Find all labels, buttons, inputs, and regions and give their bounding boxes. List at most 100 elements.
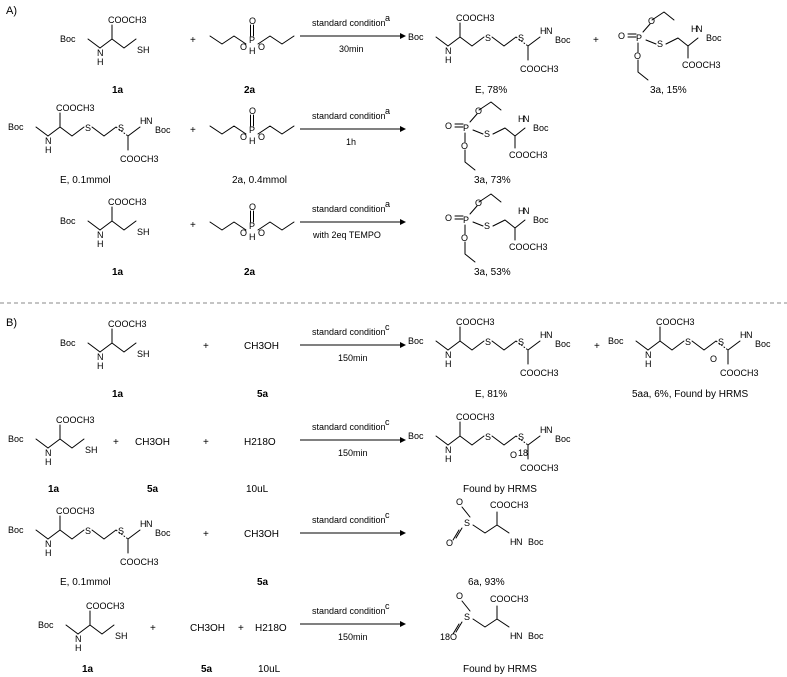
reagent-heavy-water: H218O [244,437,276,448]
product-label: E, 81% [475,389,507,400]
condition-superscript: c [385,510,390,520]
structure-6a: O S O COOCH3 H N Boc [446,497,544,548]
plus-sign: + [203,437,209,448]
structure-1a [7,414,99,468]
svg-text:18O: 18O [440,632,457,642]
product-label: 3a, 53% [474,267,511,278]
compound-label: 2a [244,267,256,278]
reaction-time: with 2eq TEMPO [312,230,381,240]
plus-sign: + [203,529,209,540]
product-label: Found by HRMS [463,664,537,675]
structure-E [407,12,572,75]
reaction-arrow [300,437,406,443]
plus-sign: + [190,125,196,136]
product-label: E, 78% [475,85,507,96]
structure-5aa [607,316,772,379]
svg-text:H: H [510,537,517,547]
plus-sign: + [190,220,196,231]
section-label-a: A) [6,5,17,17]
compound-label: 1a [82,664,94,675]
compound-label: 5a [201,664,213,675]
structure-1a [37,600,129,654]
compound-label: 5a [257,577,269,588]
reaction-time: 150min [338,632,368,642]
condition-superscript: a [385,13,390,23]
plus-sign: + [203,341,209,352]
structure-2a [209,201,295,243]
plus-sign: + [190,35,196,46]
product-label: Found by HRMS [463,484,537,495]
reaction-time: 1h [346,137,356,147]
reagent-methanol: CH3OH [244,341,279,352]
condition-superscript: c [385,322,390,332]
reaction-arrow [300,126,406,132]
reaction-arrow [300,342,406,348]
svg-text:O: O [446,538,453,548]
product-label: 5aa, 6%, Found by HRMS [632,389,748,400]
compound-label: 5a [147,484,159,495]
reaction-time: 150min [338,353,368,363]
reaction-condition: standard condition [312,111,386,121]
reaction-condition: standard condition [312,422,386,432]
svg-text:Boc: Boc [528,537,544,547]
compound-label: E, 0.1mmol [60,175,111,186]
structure-1a [59,318,151,372]
reaction-condition: standard condition [312,18,386,28]
plus-sign: + [150,623,156,634]
reaction-time: 150min [338,448,368,458]
structure-sulfoxide-18O [407,411,572,474]
section-label-b: B) [6,317,17,329]
svg-text:N: N [516,631,523,641]
structure-3a [617,11,723,81]
sulfoxide-oxygen: O [710,354,717,364]
svg-text:N: N [516,537,523,547]
compound-label: 5a [257,389,269,400]
compound-label: 1a [112,85,124,96]
product-label: 3a, 15% [650,85,687,96]
reaction-arrow [300,33,406,39]
compound-label: 1a [112,267,124,278]
compound-label: 2a [244,85,256,96]
structure-6a-18O: O S 18O COOCH3 H N Boc [440,591,544,642]
condition-superscript: a [385,199,390,209]
reaction-condition: standard condition [312,327,386,337]
structure-E [407,316,572,379]
condition-superscript: c [385,417,390,427]
plus-sign: + [238,623,244,634]
structure-E [7,102,172,165]
reaction-arrow [300,621,406,627]
compound-label: 1a [112,389,124,400]
reaction-arrow [300,530,406,536]
reaction-time: 30min [339,44,364,54]
structure-3a [444,101,550,171]
reagent-volume: 10uL [246,484,269,495]
svg-text:Boc: Boc [528,631,544,641]
reagent-methanol: CH3OH [135,437,170,448]
reagent-methanol: CH3OH [244,529,279,540]
structure-1a [59,14,151,68]
reaction-condition: standard condition [312,515,386,525]
reaction-condition: standard condition [312,204,386,214]
svg-text:S: S [464,612,470,622]
svg-text:H: H [510,631,517,641]
structure-E [7,505,172,568]
product-label: 6a, 93% [468,577,505,588]
structure-2a [209,105,295,147]
svg-text:O: O [456,591,463,601]
compound-label: 2a, 0.4mmol [232,175,287,186]
svg-text:COOCH3: COOCH3 [490,594,529,604]
reaction-arrow [300,219,406,225]
sulfoxide-oxygen: O [510,450,517,460]
condition-superscript: c [385,601,390,611]
structure-3a [444,193,550,263]
reagent-volume: 10uL [258,664,281,675]
isotope-label: 18 [518,448,528,458]
compound-label: 1a [48,484,60,495]
product-label: 3a, 73% [474,175,511,186]
condition-superscript: a [385,106,390,116]
svg-text:O: O [456,497,463,507]
svg-text:S: S [464,518,470,528]
svg-text:COOCH3: COOCH3 [490,500,529,510]
plus-sign: + [594,341,600,352]
